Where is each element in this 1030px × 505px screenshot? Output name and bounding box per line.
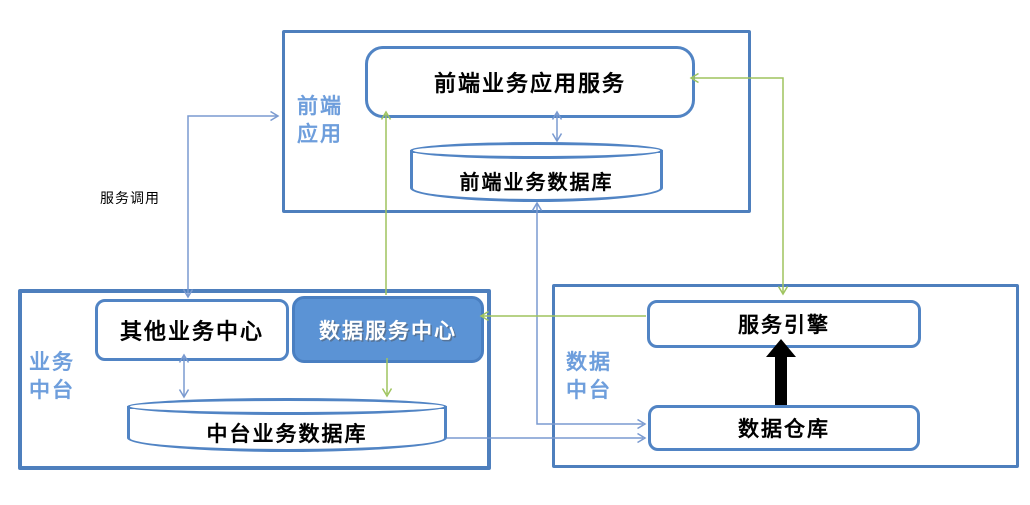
service-call-annotation: 服务调用 [100,190,160,206]
group-label-data-middle: 数据中台 [566,350,612,402]
connector-other-center-to-frontend-group [182,110,280,299]
group-label-business-middle: 业务中台 [29,350,75,402]
node-service-engine: 服务引擎 [647,300,921,348]
node-other-business-center-label: 其他业务中心 [119,319,264,344]
node-data-service-center: 数据服务中心 [292,296,484,363]
node-other-business-center: 其他业务中心 [95,299,289,361]
node-middle-platform-db: 中台业务数据库 [127,398,447,452]
node-data-warehouse: 数据仓库 [648,405,920,451]
node-data-warehouse-label: 数据仓库 [738,417,830,441]
node-middle-platform-db-label: 中台业务数据库 [206,422,368,446]
cylinder-top-ellipse [410,142,663,159]
cylinder-top-ellipse [127,398,447,415]
node-frontend-app-service: 前端业务应用服务 [365,46,695,118]
node-service-engine-label: 服务引擎 [738,313,830,337]
node-frontend-db-label: 前端业务数据库 [459,172,614,194]
group-label-frontend: 前端应用 [297,94,343,146]
node-data-service-center-label: 数据服务中心 [319,318,457,343]
cylinder-body [127,406,447,452]
node-frontend-db: 前端业务数据库 [410,142,663,202]
node-frontend-app-service-label: 前端业务应用服务 [433,71,626,96]
